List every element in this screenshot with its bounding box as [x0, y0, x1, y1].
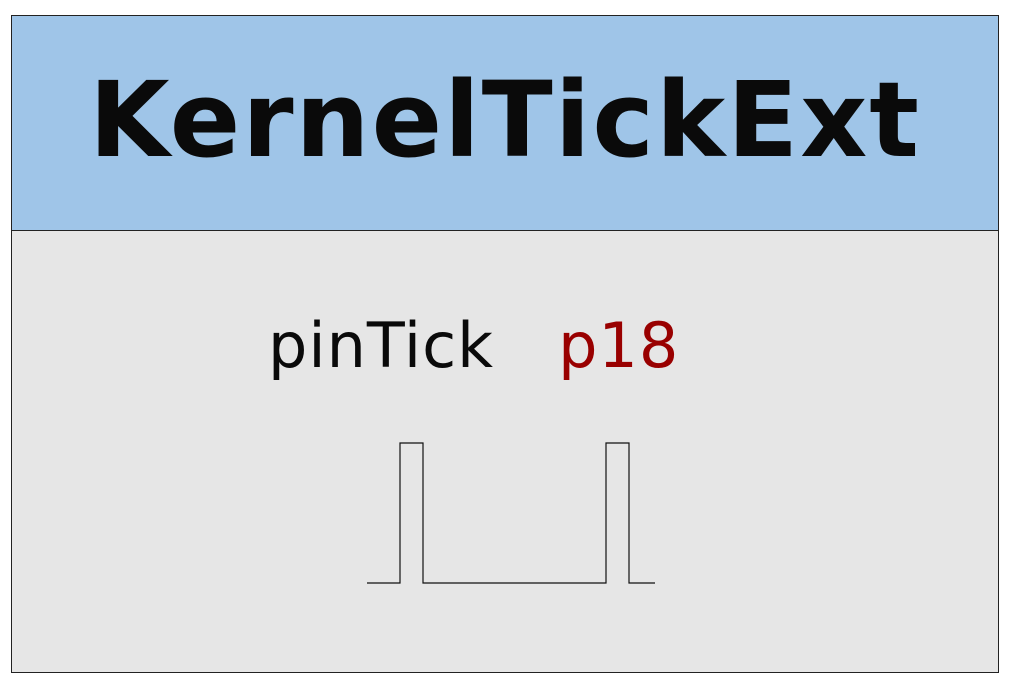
pin-label: pinTick [268, 309, 495, 382]
block-title: KernelTickExt [88, 59, 922, 181]
kernel-block[interactable]: KernelTickExt pinTick p18 [11, 15, 999, 673]
pin-row: pinTick p18 [268, 309, 679, 389]
pin-value: p18 [558, 309, 680, 382]
block-body: pinTick p18 [12, 231, 998, 672]
pulse-waveform-line [367, 442, 655, 584]
block-header: KernelTickExt [12, 16, 998, 231]
pulse-waveform-icon [367, 442, 655, 584]
